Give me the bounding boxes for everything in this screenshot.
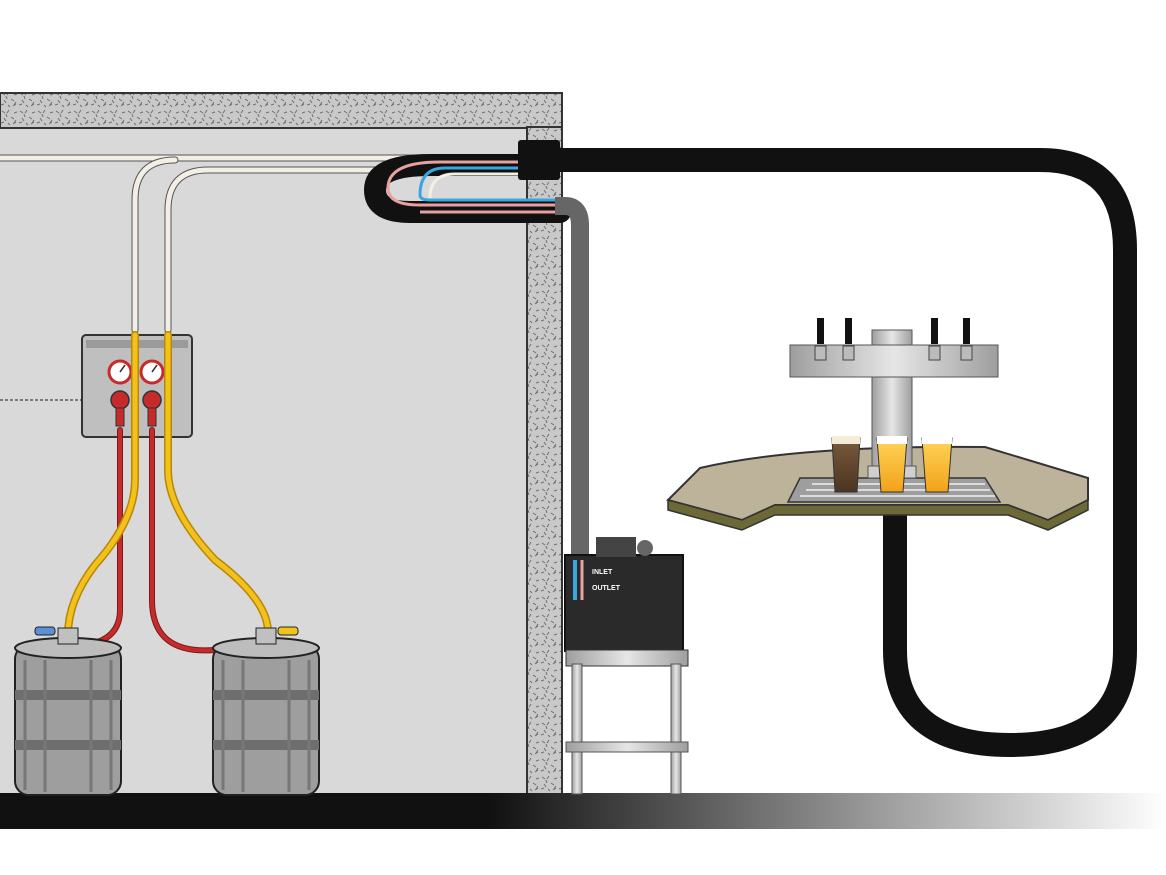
trunk-line-loop [363, 154, 571, 223]
keg-icon [212, 626, 320, 796]
beer-faucet-icon [928, 318, 941, 361]
glycol-chiller-icon: INLET OUTLET [564, 537, 684, 652]
gas-hoses [64, 331, 272, 654]
beer-glass-icon [831, 436, 861, 493]
co2-regulator-icon [110, 390, 162, 427]
beer-faucet-icon [960, 318, 973, 361]
equipment-stand [565, 649, 689, 795]
beer-faucet-icon [814, 318, 827, 361]
beer-glass-icon [876, 436, 908, 493]
cooler-ceiling-insulation [0, 92, 563, 129]
keg-icon [14, 626, 122, 796]
floor [0, 793, 1166, 829]
insulated-trunk-line [525, 148, 1137, 757]
chiller-outlet-label: OUTLET [592, 585, 621, 592]
pressure-gauge-icon [107, 359, 133, 385]
beer-glass-icon [921, 436, 953, 493]
pressure-gauge-icon [139, 359, 165, 385]
wall-penetration-collar [518, 140, 560, 180]
beer-faucet-icon [842, 318, 855, 361]
chiller-inlet-label: INLET [592, 569, 613, 576]
glycol-line [555, 197, 589, 580]
cooler-wall-insulation [526, 126, 563, 796]
